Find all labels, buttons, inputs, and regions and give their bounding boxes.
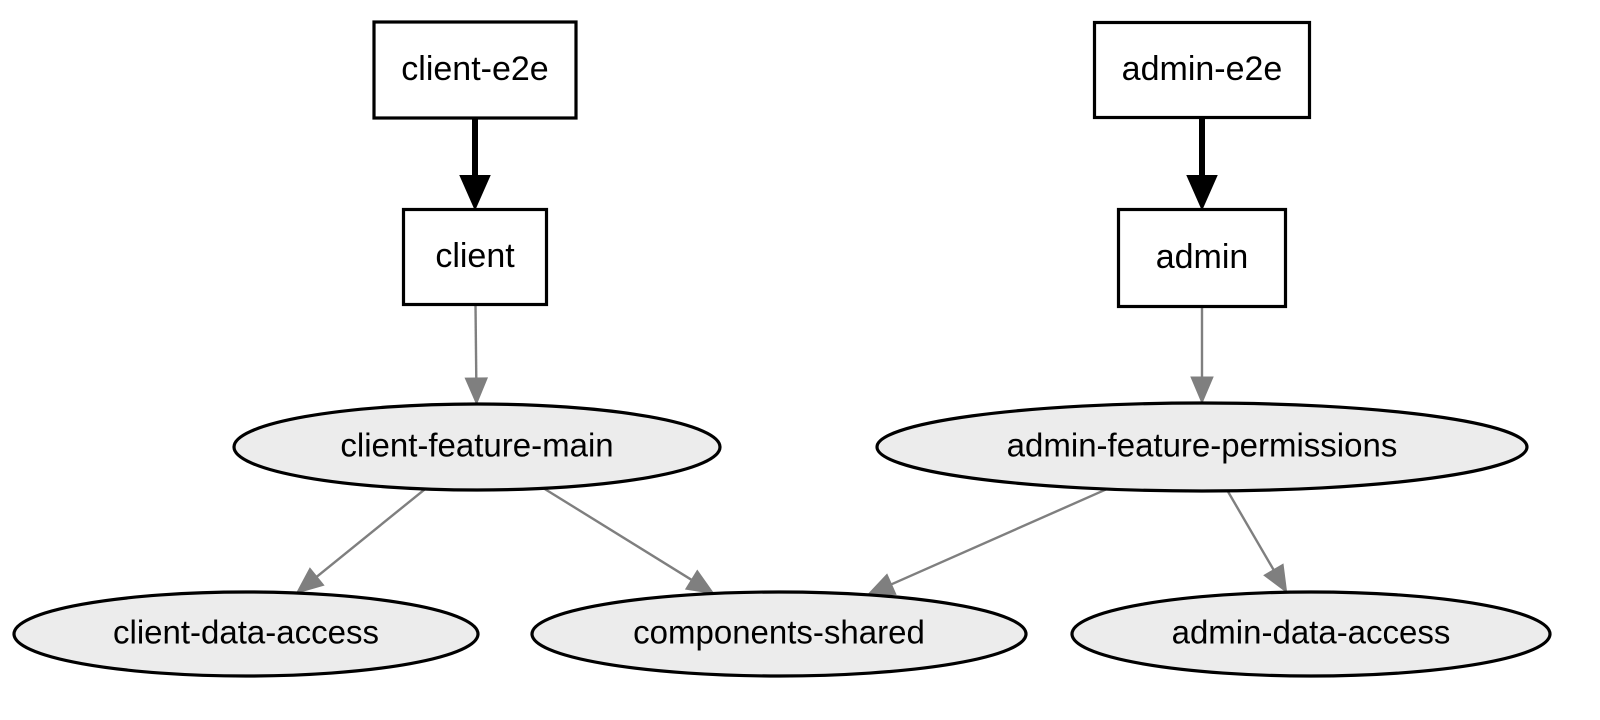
graph-node-admin-e2e[interactable]: admin-e2e bbox=[1092, 20, 1312, 120]
node-label: components-shared bbox=[633, 614, 925, 651]
graph-node-client-feature-main[interactable]: client-feature-main bbox=[232, 402, 722, 492]
graph-edge bbox=[866, 487, 1108, 596]
node-rect-shape[interactable] bbox=[401, 207, 549, 307]
edges-layer bbox=[295, 117, 1288, 596]
edge-line bbox=[474, 304, 478, 379]
edge-arrowhead-icon bbox=[1186, 175, 1218, 211]
graph-node-client[interactable]: client bbox=[401, 207, 549, 307]
graph-edge bbox=[1226, 490, 1288, 594]
edge-arrowhead-icon bbox=[295, 567, 325, 594]
node-ellipse-shape[interactable] bbox=[1070, 590, 1552, 678]
graph-node-admin-data-access[interactable]: admin-data-access bbox=[1070, 590, 1552, 678]
node-label: admin-feature-permissions bbox=[1007, 427, 1398, 464]
edge-line bbox=[316, 488, 426, 578]
graph-node-client-e2e[interactable]: client-e2e bbox=[372, 20, 578, 120]
node-label: client bbox=[435, 237, 515, 275]
node-label: admin bbox=[1156, 238, 1249, 276]
edge-arrowhead-icon bbox=[684, 569, 715, 595]
edge-arrowhead-icon bbox=[866, 573, 897, 596]
node-ellipse-shape[interactable] bbox=[12, 590, 480, 678]
graph-node-admin-feature-permissions[interactable]: admin-feature-permissions bbox=[875, 401, 1529, 493]
graph-edge bbox=[459, 118, 491, 211]
edge-line bbox=[890, 487, 1108, 586]
graph-edge bbox=[295, 488, 426, 594]
node-ellipse-shape[interactable] bbox=[530, 590, 1028, 678]
edge-arrowhead-icon bbox=[1263, 563, 1288, 594]
graph-node-client-data-access[interactable]: client-data-access bbox=[12, 590, 480, 678]
graph-edge bbox=[1186, 117, 1218, 211]
edge-line bbox=[543, 487, 693, 581]
graph-edge bbox=[543, 487, 715, 595]
node-label: client-e2e bbox=[401, 50, 548, 88]
node-ellipse-shape[interactable] bbox=[232, 402, 722, 492]
node-rect-shape[interactable] bbox=[1092, 20, 1312, 120]
nodes-layer: client-e2e client admin-e2e admin client-fea… bbox=[12, 20, 1552, 678]
node-rect-shape[interactable] bbox=[372, 20, 578, 120]
node-ellipse-shape[interactable] bbox=[875, 401, 1529, 493]
edge-arrowhead-icon bbox=[464, 377, 489, 406]
node-label: client-data-access bbox=[113, 614, 379, 651]
node-label: admin-data-access bbox=[1172, 614, 1451, 651]
edge-line bbox=[1226, 490, 1275, 571]
node-label: client-feature-main bbox=[340, 427, 613, 464]
graph-node-components-shared[interactable]: components-shared bbox=[530, 590, 1028, 678]
graph-edge bbox=[1190, 306, 1214, 405]
edge-arrowhead-icon bbox=[1190, 376, 1214, 405]
graph-node-admin[interactable]: admin bbox=[1116, 207, 1288, 309]
graph-edge bbox=[464, 304, 489, 406]
node-label: admin-e2e bbox=[1122, 50, 1283, 88]
edge-arrowhead-icon bbox=[459, 175, 491, 211]
node-rect-shape[interactable] bbox=[1116, 207, 1288, 309]
